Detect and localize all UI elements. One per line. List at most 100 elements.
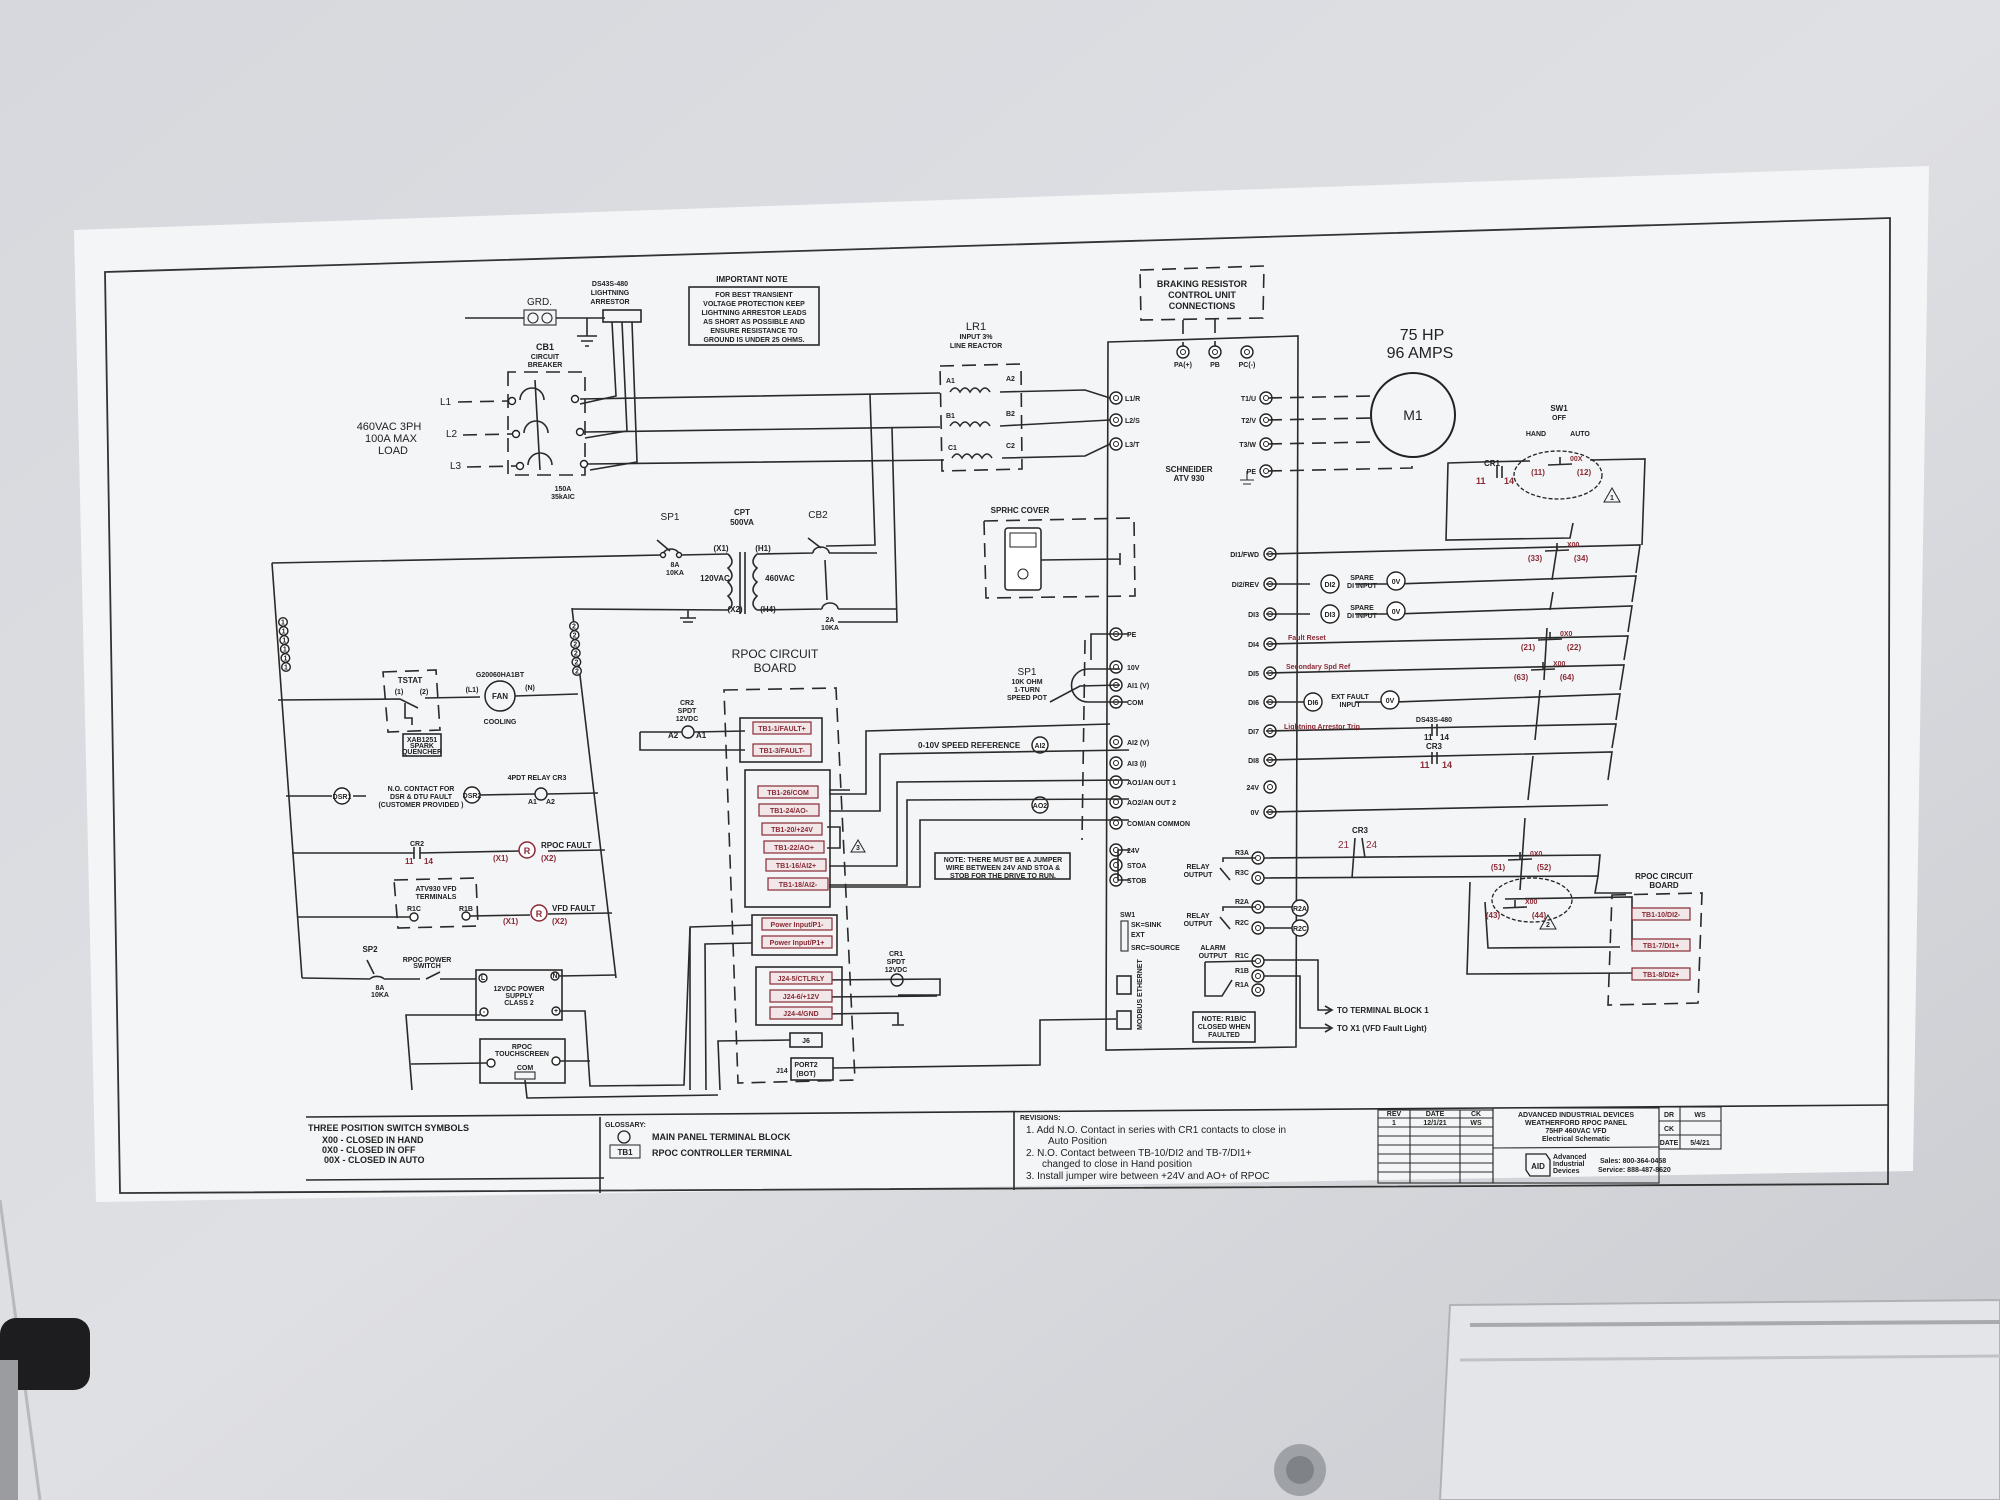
rpoc-terminal xyxy=(752,743,812,757)
rpoc-terminal xyxy=(763,840,825,854)
svg-text:SPDT: SPDT xyxy=(887,959,906,966)
svg-text:DSR & DTU FAULT: DSR & DTU FAULT xyxy=(390,794,453,801)
svg-text:A2: A2 xyxy=(1006,376,1015,383)
secondary-speed-label: Secondary Spd Ref xyxy=(1286,664,1351,671)
vfd-relay-label: R1C xyxy=(1235,953,1249,960)
svg-text:(X2): (X2) xyxy=(727,605,742,614)
revision-1-marker: 1 xyxy=(1610,495,1614,502)
arrestor-model: DS43S-480 xyxy=(592,281,628,288)
svg-text:DATE: DATE xyxy=(1426,1111,1445,1118)
svg-text:ADVANCED INDUSTRIAL DEVICES: ADVANCED INDUSTRIAL DEVICES xyxy=(1518,1112,1634,1119)
control-transformer-section: SP1 8A 10KA CPT 500VA (X1) (H1) (X2) (H4… xyxy=(271,508,897,632)
vfd-input-terminal xyxy=(1109,413,1123,427)
rpoc-right-terminal xyxy=(1631,907,1691,921)
vfd-digital-label: DI8 xyxy=(1248,758,1259,765)
svg-text:(X1): (X1) xyxy=(493,854,508,863)
power-supply-rung: SP2 8A 10KA RPOC POWER SWITCH 12VDC POWE… xyxy=(301,927,719,1099)
svg-text:RELAY: RELAY xyxy=(1186,913,1209,920)
svg-text:DR: DR xyxy=(1664,1112,1674,1119)
svg-text:N: N xyxy=(552,973,557,980)
fan-model: G20060HA1BT xyxy=(476,672,525,679)
digital-input-wiring: DI2 SPARE DI INPUT 0V DI3 SPARE DI INPUT… xyxy=(1263,458,1646,894)
svg-text:INPUT 3%: INPUT 3% xyxy=(959,334,993,341)
svg-text:10KA: 10KA xyxy=(821,625,839,632)
svg-text:SUPPLY: SUPPLY xyxy=(505,993,533,1000)
svg-text:120VAC: 120VAC xyxy=(700,574,730,583)
braking-terminal-label: PC(-) xyxy=(1239,362,1256,369)
svg-text:12VDC POWER: 12VDC POWER xyxy=(494,986,545,993)
vfd-control-label: STOB xyxy=(1127,878,1146,885)
rpoc-terminal-label: J24-4/GND xyxy=(783,1011,818,1018)
vfd-control-label: 24V xyxy=(1127,848,1140,855)
vfd-fault-rung: ATV930 VFD TERMINALS R1C R1B R VFD FAULT… xyxy=(298,877,613,929)
svg-text:ATV930 VFD: ATV930 VFD xyxy=(415,886,456,893)
cb1-circuit-breaker xyxy=(507,371,589,476)
svg-text:SP1: SP1 xyxy=(1018,667,1037,678)
svg-text:BOARD: BOARD xyxy=(1649,881,1679,890)
svg-text:CLOSED WHEN: CLOSED WHEN xyxy=(1198,1024,1251,1031)
svg-text:8A: 8A xyxy=(376,985,385,992)
motor-label: M1 xyxy=(1403,407,1423,423)
fan-rung: TSTAT (1) (2) XAB1251 SPARK QUENCHER G20… xyxy=(277,669,579,757)
braking-terminal-label: PB xyxy=(1210,362,1220,369)
svg-text:DI INPUT: DI INPUT xyxy=(1347,613,1378,620)
important-note-text: FOR BEST TRANSIENT VOLTAGE PROTECTION KE… xyxy=(701,292,806,344)
wire-number: 1 xyxy=(284,665,288,672)
cb1-rating: 150A xyxy=(555,486,572,493)
switch-contact-symbol: X00 xyxy=(1567,542,1580,549)
12vdc-power-supply xyxy=(475,969,563,1021)
switch-contact xyxy=(1530,662,1556,671)
arrestor-label: LIGHTNING xyxy=(591,290,630,297)
svg-text:DI3: DI3 xyxy=(1325,612,1336,619)
svg-text:21: 21 xyxy=(1338,840,1350,851)
svg-text:14: 14 xyxy=(1442,760,1452,770)
cr1-relay-label: CR1 xyxy=(889,951,903,958)
svg-text:(2): (2) xyxy=(420,689,429,696)
speed-pot-sp1: SP1 10K OHM 1-TURN SPEED POT 0-10V SPEED… xyxy=(918,633,1129,841)
rpoc-circuit-board-right: RPOC CIRCUIT BOARD xyxy=(1607,872,1703,1006)
svg-text:RPOC: RPOC xyxy=(512,1044,532,1051)
important-note-title: IMPORTANT NOTE xyxy=(716,275,788,284)
rpoc-terminal-label: TB1-16/AI2+ xyxy=(776,863,816,870)
vfd-control-label: AI3 (I) xyxy=(1127,761,1146,768)
svg-text:SPARE: SPARE xyxy=(1350,575,1374,582)
vfd-output-label: T3/W xyxy=(1239,442,1256,449)
svg-text:11: 11 xyxy=(1424,733,1433,742)
svg-text:C1: C1 xyxy=(948,445,957,452)
switch-symbols-title: THREE POSITION SWITCH SYMBOLS xyxy=(308,1123,469,1133)
drawing-frame xyxy=(104,217,1891,1194)
svg-text:(X2): (X2) xyxy=(541,854,556,863)
svg-text:TOUCHSCREEN: TOUCHSCREEN xyxy=(495,1051,549,1058)
rpoc-terminal xyxy=(758,803,820,817)
modbus-port: MODBUS xyxy=(1116,999,1144,1030)
svg-text:DSR2: DSR2 xyxy=(463,793,482,800)
vfd-control-terminal xyxy=(1109,735,1123,749)
switch-contact-number: (51) xyxy=(1491,863,1506,872)
svg-text:CR2: CR2 xyxy=(410,841,424,848)
vfd-control-terminal xyxy=(1109,775,1123,789)
vfd-control-label: COM/AN COMMON xyxy=(1127,821,1190,828)
switch-contact-number: (22) xyxy=(1567,643,1582,652)
svg-text:NOTE: THERE MUST BE A JUMPER: NOTE: THERE MUST BE A JUMPER xyxy=(944,857,1063,864)
vfd-relay-terminal xyxy=(1251,969,1265,983)
cb1-rating: 35kAIC xyxy=(551,494,575,501)
braking-terminal-label: PA(+) xyxy=(1174,362,1192,369)
svg-text:75HP 460VAC VFD: 75HP 460VAC VFD xyxy=(1545,1128,1606,1135)
wire-number: 1 xyxy=(282,629,286,636)
svg-text:SPARE: SPARE xyxy=(1350,605,1374,612)
vfd-input-label: L3/T xyxy=(1125,442,1140,449)
vfd-control-terminal xyxy=(1109,756,1123,770)
svg-text:WEATHERFORD RPOC PANEL: WEATHERFORD RPOC PANEL xyxy=(1525,1120,1628,1127)
svg-text:RPOC CONTROLLER TERMINAL: RPOC CONTROLLER TERMINAL xyxy=(652,1148,792,1158)
svg-text:1. Add N.O. Contact in series: 1. Add N.O. Contact in series with CR1 c… xyxy=(1026,1125,1286,1136)
svg-text:DSR1: DSR1 xyxy=(333,794,352,801)
svg-text:1-TURN: 1-TURN xyxy=(1014,687,1040,694)
svg-text:SW1: SW1 xyxy=(1120,912,1135,919)
svg-text:EXT FAULT: EXT FAULT xyxy=(1331,694,1369,701)
svg-text:ALARM: ALARM xyxy=(1200,945,1225,952)
svg-text:A2: A2 xyxy=(668,731,679,740)
svg-text:C2: C2 xyxy=(1006,443,1015,450)
svg-text:(CUSTOMER PROVIDED ): (CUSTOMER PROVIDED ) xyxy=(378,802,463,809)
vfd-digital-label: DI2/REV xyxy=(1232,582,1260,589)
